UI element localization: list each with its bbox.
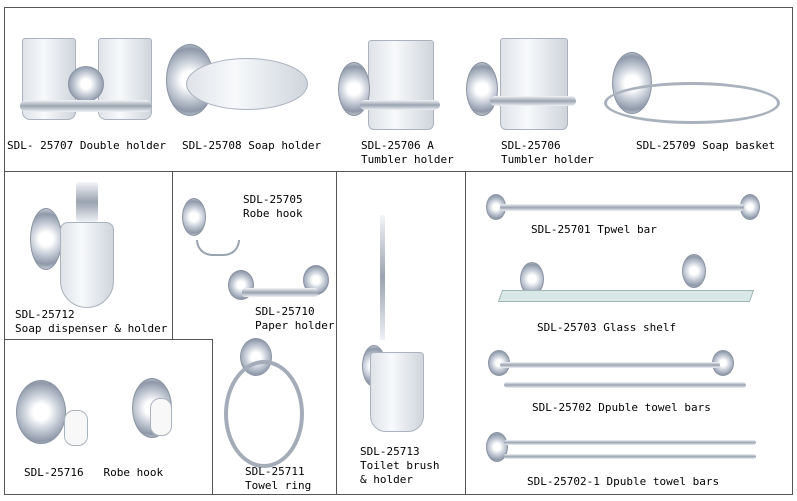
- product-label: SDL-25702 Dpuble towel bars: [532, 401, 711, 414]
- product-label: SDL-25708 Soap holder: [182, 139, 322, 152]
- product-label: SDL- 25707 Double holder: [7, 139, 166, 152]
- col-divider-2: [336, 171, 337, 495]
- product-label: SDL-25702-1 Dpuble towel bars: [527, 475, 720, 488]
- product-label: SDL-25706 A Tumbler holder: [361, 139, 454, 166]
- product-label: SDL-25703 Glass shelf: [537, 321, 677, 334]
- border-left: [4, 7, 5, 495]
- border-top: [4, 7, 793, 8]
- product-label: SDL-25705 Robe hook: [243, 193, 303, 220]
- product-label: SDL-25711 Towel ring: [245, 465, 312, 492]
- border-right: [792, 7, 793, 495]
- box-divider-h: [4, 339, 212, 340]
- row-divider: [4, 171, 793, 172]
- product-label: SDL-25712 Soap dispenser & holder: [15, 308, 168, 335]
- product-label: SDL-25710 Paper holder: [255, 305, 335, 332]
- box-divider-v: [212, 339, 213, 495]
- product-label: SDL-25706 Tumbler holder: [501, 139, 594, 166]
- product-label: SDL-25701 Tpwel bar: [531, 223, 657, 236]
- col-divider-3: [465, 171, 466, 495]
- product-label: SDL-25716 Robe hook: [24, 466, 164, 479]
- col-divider-1: [172, 171, 173, 340]
- product-label: SDL-25713 Toilet brush & holder: [360, 445, 440, 486]
- product-label: SDL-25709 Soap basket: [636, 139, 776, 152]
- border-bottom: [4, 494, 793, 495]
